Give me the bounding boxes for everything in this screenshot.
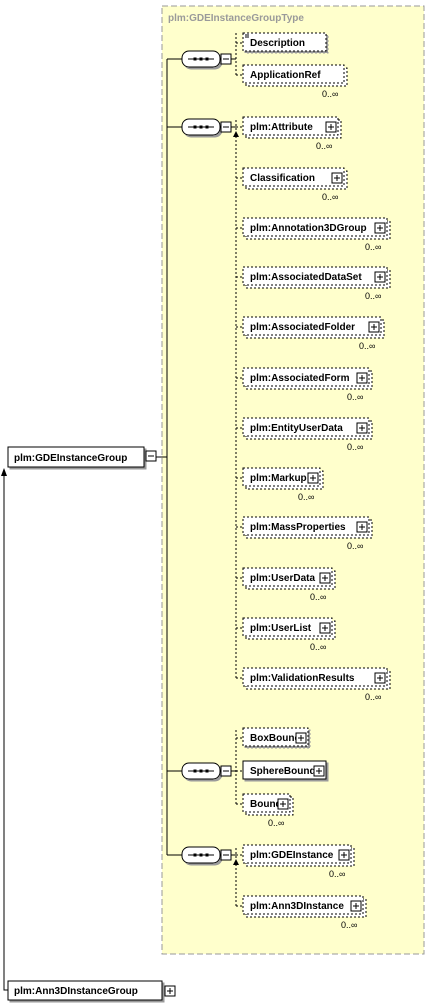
sequence-compositor[interactable]	[181, 846, 232, 864]
element-node[interactable]: plm:AssociatedFolder 0..∞	[242, 316, 385, 351]
expand-icon[interactable]	[307, 472, 319, 484]
expand-icon[interactable]	[331, 172, 343, 184]
collapse-icon[interactable]	[220, 765, 232, 777]
element-node[interactable]: BoxBound	[242, 727, 309, 747]
cardinality-label: 0..∞	[316, 141, 332, 151]
cardinality-label: 0..∞	[329, 869, 345, 879]
expand-icon[interactable]	[374, 271, 386, 283]
expand-icon[interactable]	[338, 849, 350, 861]
element-label: plm:MassProperties	[250, 522, 346, 533]
cardinality-label: 0..∞	[298, 492, 314, 502]
element-node[interactable]: SphereBound	[242, 760, 327, 780]
cardinality-label: 0..∞	[365, 692, 381, 702]
element-node[interactable]: plm:ValidationResults 0..∞	[242, 667, 391, 702]
cardinality-label: 0..∞	[347, 442, 363, 452]
expand-icon[interactable]	[313, 765, 325, 777]
collapse-icon[interactable]	[220, 849, 232, 861]
element-label: plm:Annotation3DGroup	[250, 223, 367, 234]
element-node[interactable]: plm:UserList 0..∞	[242, 617, 336, 652]
derived-element-label: plm:Ann3DInstanceGroup	[14, 986, 138, 997]
expand-icon[interactable]	[374, 222, 386, 234]
expand-icon[interactable]	[356, 372, 368, 384]
expand-icon[interactable]	[356, 521, 368, 533]
element-label: plm:UserData	[250, 573, 315, 584]
element-node[interactable]: Description	[242, 32, 327, 52]
expand-icon[interactable]	[277, 798, 289, 810]
cardinality-label: 0..∞	[268, 818, 284, 828]
sequence-compositor[interactable]	[181, 50, 232, 68]
element-node[interactable]: plm:UserData 0..∞	[242, 567, 336, 602]
element-node[interactable]: plm:Markup 0..∞	[242, 467, 324, 502]
element-label: plm:UserList	[250, 623, 312, 634]
element-label: Description	[250, 38, 305, 49]
collapse-icon[interactable]	[145, 450, 157, 462]
cardinality-label: 0..∞	[365, 291, 381, 301]
element-label: plm:Ann3DInstance	[250, 901, 344, 912]
element-label: plm:Attribute	[250, 122, 313, 133]
cardinality-label: 0..∞	[341, 920, 357, 930]
expand-icon[interactable]	[295, 732, 307, 744]
element-label: plm:AssociatedForm	[250, 373, 350, 384]
element-nodes: DescriptionApplicationRef0..∞plm:Attribu…	[242, 32, 391, 930]
sequence-compositor[interactable]	[181, 762, 232, 780]
expand-icon[interactable]	[356, 422, 368, 434]
element-label: plm:AssociatedFolder	[250, 322, 355, 333]
derivation-link	[1, 468, 8, 991]
element-node[interactable]: plm:GDEInstance 0..∞	[242, 844, 355, 879]
expand-icon[interactable]	[350, 900, 362, 912]
expand-icon[interactable]	[325, 121, 337, 133]
cardinality-label: 0..∞	[310, 642, 326, 652]
cardinality-label: 0..∞	[322, 89, 338, 99]
element-node[interactable]: plm:Annotation3DGroup 0..∞	[242, 217, 391, 252]
root-element-label: plm:GDEInstanceGroup	[14, 453, 127, 464]
element-label: Classification	[250, 173, 315, 184]
element-label: ApplicationRef	[250, 70, 321, 81]
derived-element-node[interactable]: plm:Ann3DInstanceGroup	[7, 980, 176, 1001]
element-label: BoxBound	[250, 733, 301, 744]
element-label: SphereBound	[250, 766, 316, 777]
documentation-icon	[245, 34, 249, 38]
element-label: plm:AssociatedDataSet	[250, 272, 362, 283]
arrow-icon	[233, 131, 239, 137]
type-title: plm:GDEInstanceGroupType	[168, 13, 304, 24]
expand-icon[interactable]	[319, 572, 331, 584]
expand-icon[interactable]	[319, 622, 331, 634]
collapse-icon[interactable]	[220, 53, 232, 65]
expand-icon[interactable]	[374, 672, 386, 684]
connectors	[156, 33, 243, 907]
element-node[interactable]: plm:EntityUserData 0..∞	[242, 417, 373, 452]
cardinality-label: 0..∞	[322, 192, 338, 202]
cardinality-label: 0..∞	[347, 392, 363, 402]
arrow-icon	[233, 859, 239, 865]
expand-icon[interactable]	[368, 321, 380, 333]
cardinality-label: 0..∞	[365, 242, 381, 252]
element-label: plm:EntityUserData	[250, 423, 343, 434]
cardinality-label: 0..∞	[359, 341, 375, 351]
element-label: plm:GDEInstance	[250, 850, 334, 861]
element-node[interactable]: Bound 0..∞	[242, 793, 294, 828]
element-label: plm:ValidationResults	[250, 673, 355, 684]
sequence-compositor[interactable]	[181, 118, 232, 136]
element-label: plm:Markup	[250, 473, 307, 484]
cardinality-label: 0..∞	[310, 592, 326, 602]
expand-icon[interactable]	[164, 985, 176, 997]
compositors	[181, 50, 232, 864]
element-label: Bound	[250, 799, 282, 810]
root-element-node[interactable]: plm:GDEInstanceGroup	[7, 446, 157, 468]
element-node[interactable]: plm:AssociatedForm 0..∞	[242, 367, 373, 402]
element-node[interactable]: Classification 0..∞	[242, 167, 348, 202]
element-node[interactable]: plm:Ann3DInstance 0..∞	[242, 895, 367, 930]
cardinality-label: 0..∞	[347, 541, 363, 551]
collapse-icon[interactable]	[220, 121, 232, 133]
